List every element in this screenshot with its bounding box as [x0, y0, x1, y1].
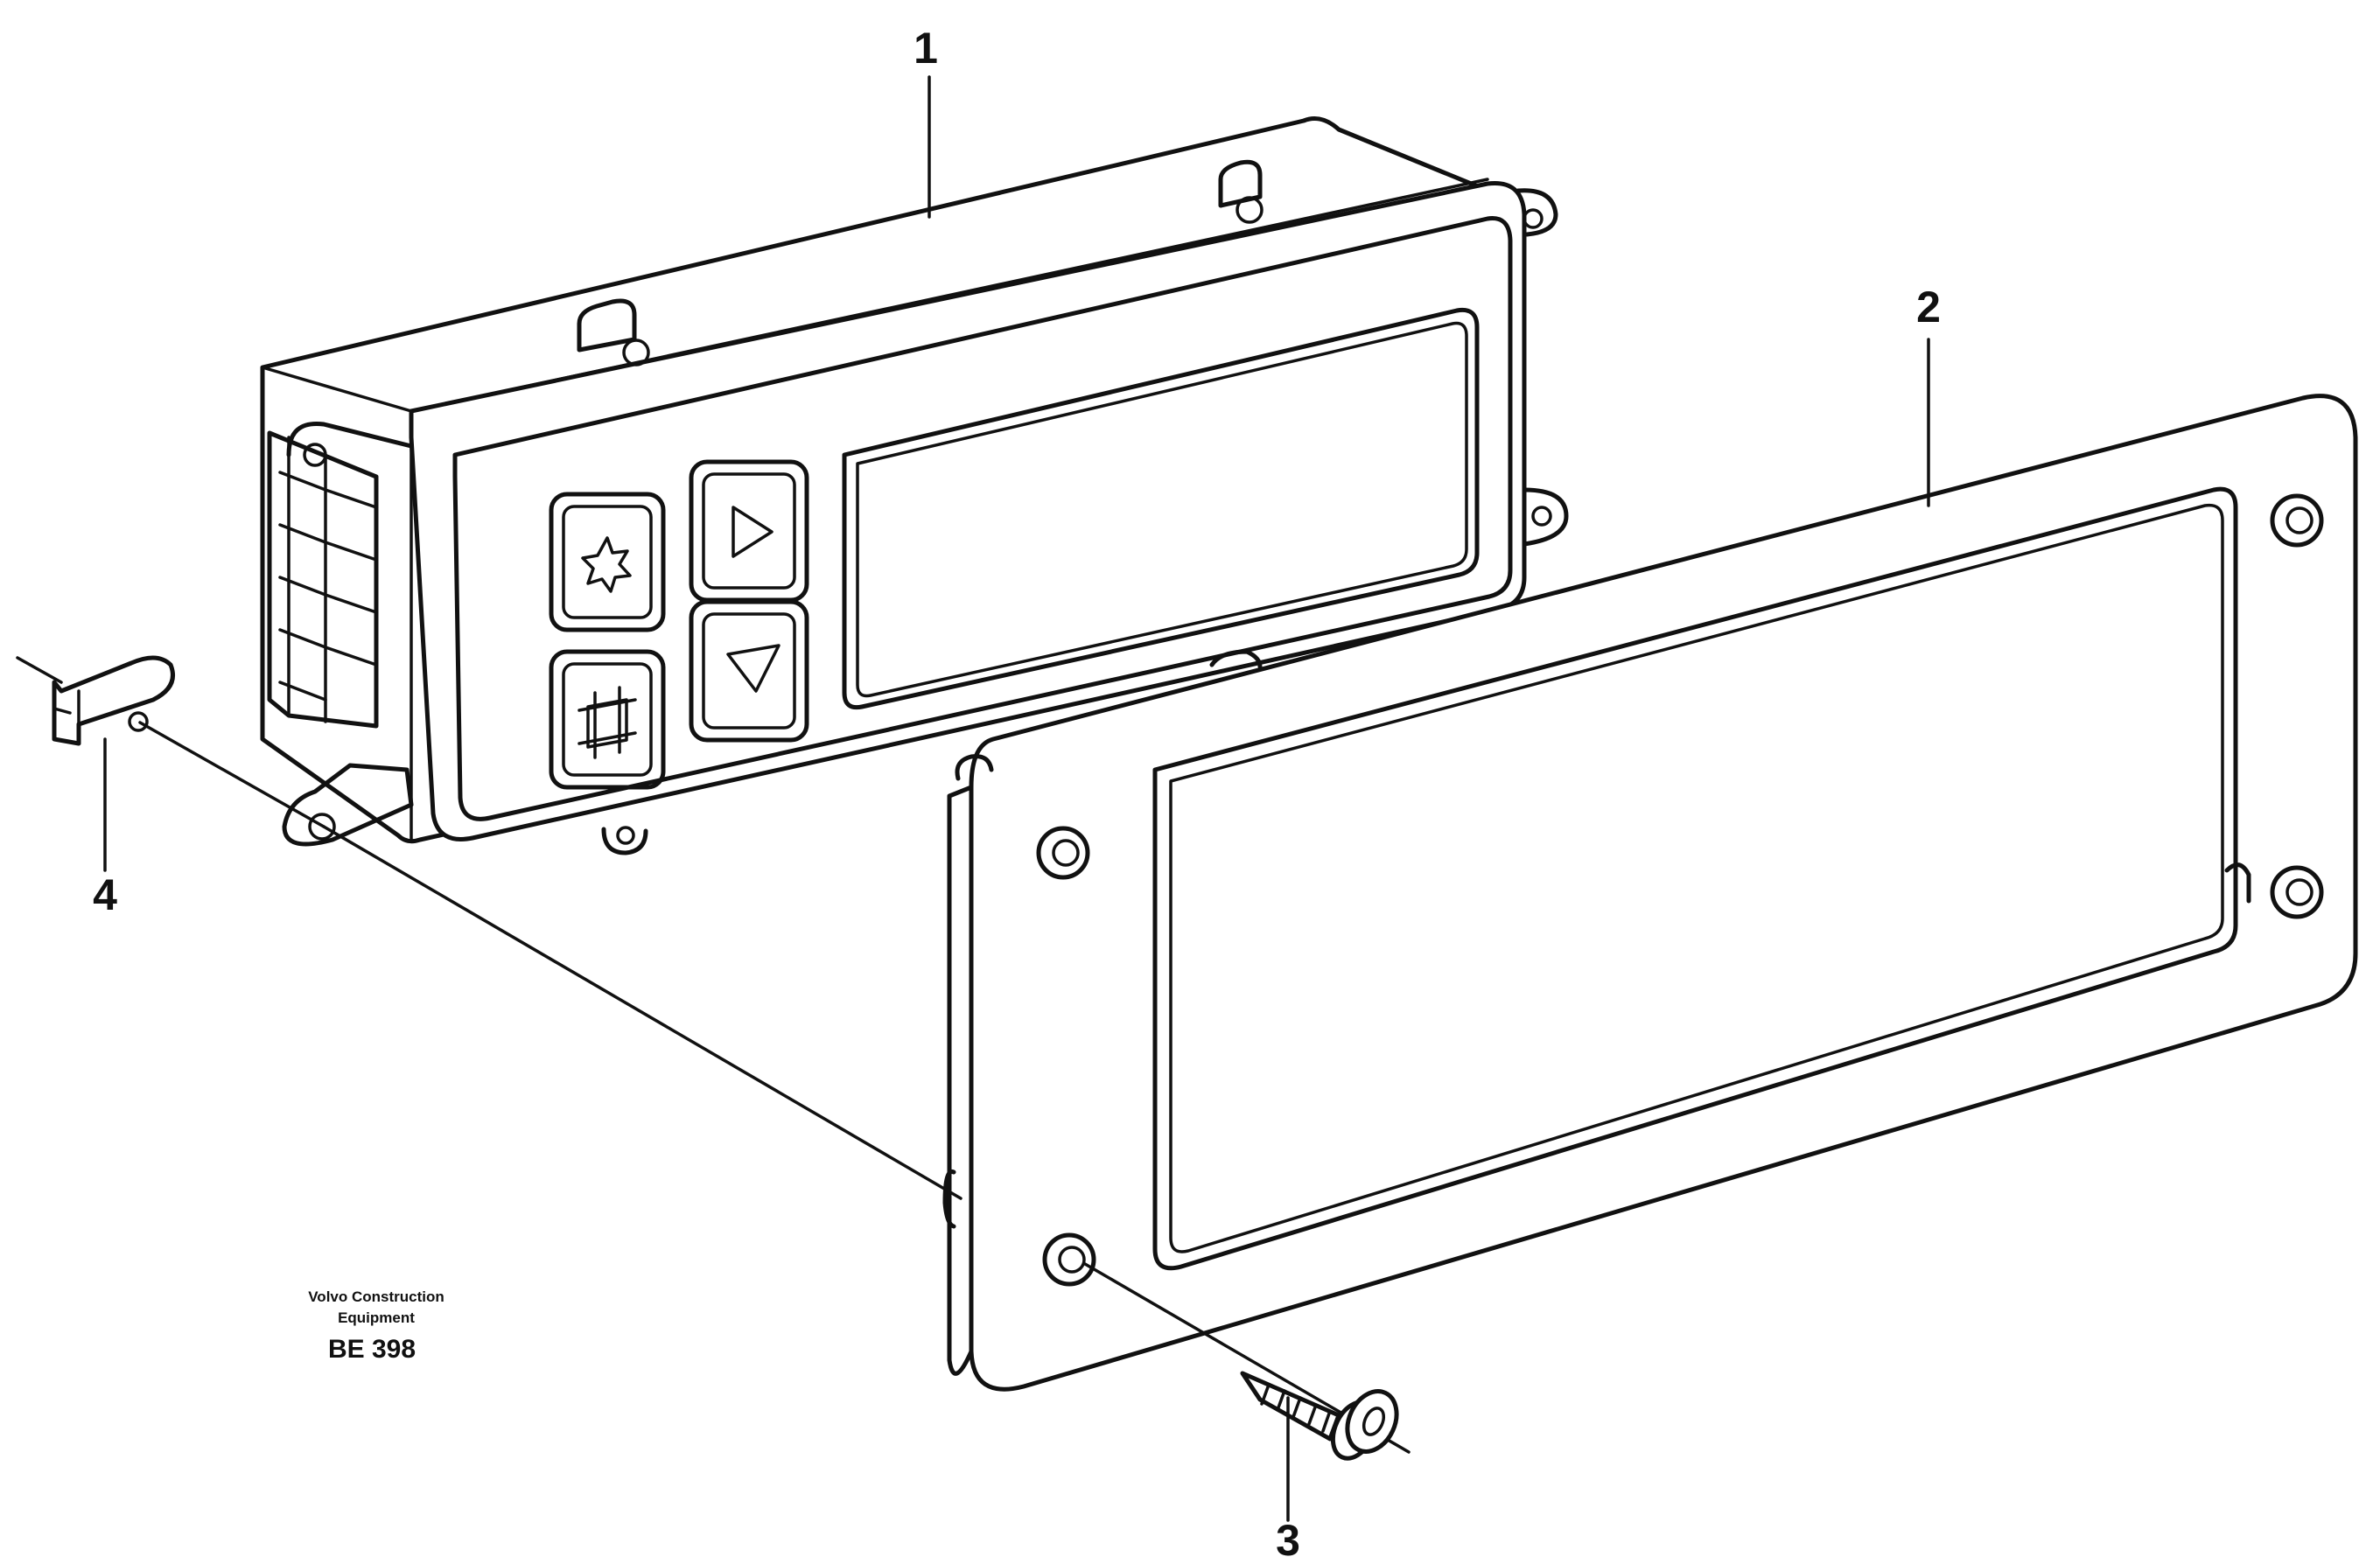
clip-lead-line	[16, 656, 63, 684]
down-arrow-button[interactable]	[689, 599, 809, 743]
screw	[1083, 1262, 1410, 1461]
frame-hole-4	[1042, 1232, 1096, 1287]
svg-text:4: 4	[93, 870, 117, 919]
recirculation-button[interactable]	[549, 649, 666, 790]
credit-line-2: Equipment	[338, 1309, 415, 1326]
svg-text:3: 3	[1276, 1516, 1300, 1564]
play-right-icon	[732, 506, 774, 558]
clip-body	[52, 655, 175, 746]
clip-nut	[16, 655, 175, 746]
mounting-lug-left-top	[286, 421, 414, 467]
display-window-inner	[856, 321, 1468, 698]
credit-line-1: Volvo Construction	[308, 1288, 444, 1305]
screw-head	[1345, 1389, 1399, 1454]
mounting-lug-left-bottom	[282, 763, 414, 847]
connector-block	[267, 430, 379, 729]
svg-text:1: 1	[914, 24, 938, 73]
mounting-lug-bottom	[601, 649, 1263, 855]
triangle-down-icon	[726, 644, 780, 693]
frame-hole-2	[2270, 493, 2324, 548]
recirculation-icon	[578, 686, 637, 759]
frame-hole-3	[2270, 865, 2324, 919]
credit-block: Volvo Construction Equipment BE 398	[308, 1288, 444, 1364]
frame-hole-1	[1036, 826, 1090, 880]
svg-text:2: 2	[1916, 283, 1941, 332]
mounting-lug-top-right	[1218, 159, 1264, 224]
display-window	[842, 307, 1480, 710]
mounting-frame	[942, 394, 2358, 1392]
control-panel	[260, 116, 1569, 855]
frame-window	[1152, 486, 2238, 1271]
bezel-inner-face	[452, 216, 1513, 821]
screw-shank	[1240, 1371, 1341, 1442]
callout-2: 2	[1916, 283, 1941, 507]
assembly-line-frame	[322, 825, 962, 1200]
callout-3: 3	[1276, 1396, 1300, 1564]
frame-window-inner	[1169, 503, 2224, 1253]
mounting-lug-top-left	[577, 298, 650, 367]
drawing-code: BE 398	[328, 1335, 416, 1364]
mounting-lug-right	[1516, 188, 1569, 547]
fan-icon	[581, 536, 632, 593]
callout-1: 1	[914, 24, 938, 219]
assembly-line-clip	[138, 721, 326, 828]
callout-4: 4	[93, 737, 117, 919]
frame-outer	[969, 394, 2358, 1392]
fan-button[interactable]	[549, 492, 666, 632]
